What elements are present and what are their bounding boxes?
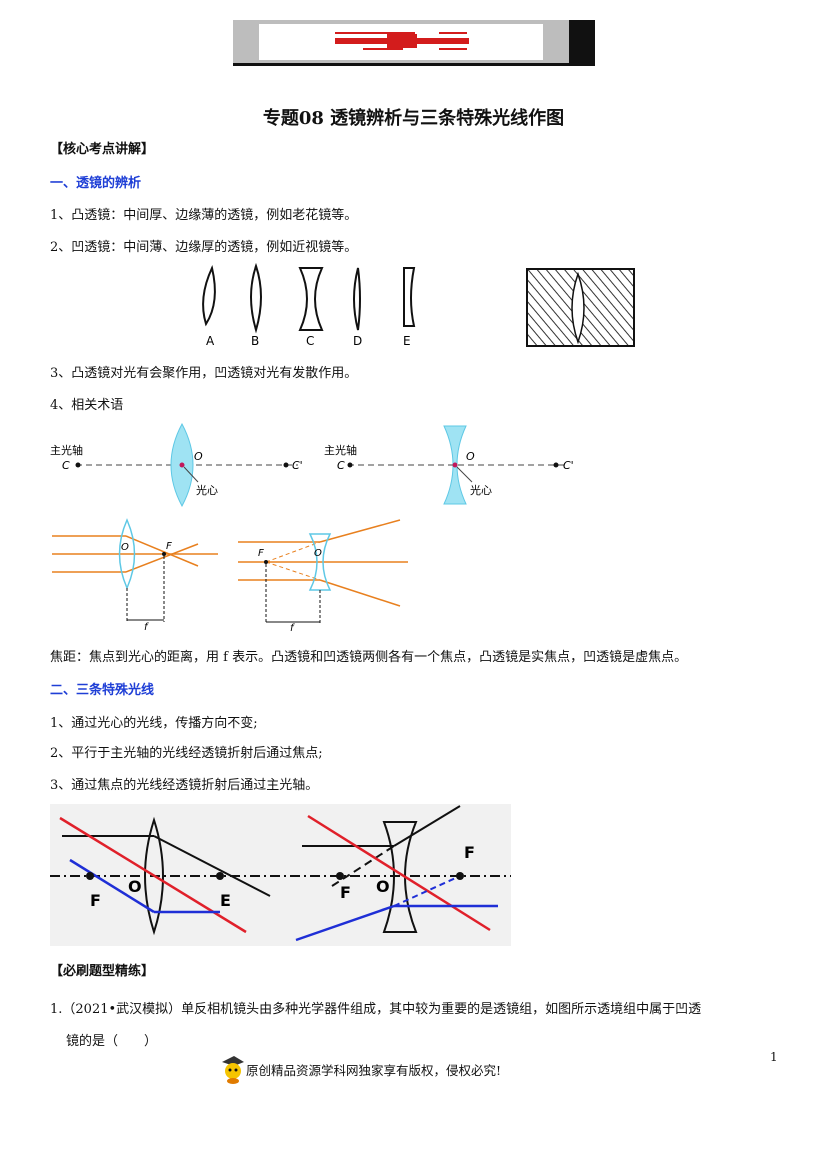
section-core-heading: 【核心考点讲解】	[50, 142, 155, 157]
banner-white-panel	[259, 24, 543, 60]
banner-logo	[335, 32, 469, 50]
c-prime-label-left: C'	[292, 459, 303, 472]
focal-f-right: F	[258, 548, 264, 559]
c-prime-label-right: C'	[563, 459, 574, 472]
practice-heading: 【必刷题型精练】	[50, 964, 155, 979]
rays-o-left: O	[128, 877, 142, 896]
focal-o-right: O	[314, 548, 322, 559]
mascot-icon	[222, 1056, 244, 1084]
part1-heading: 一、透镜的辨析	[50, 176, 142, 191]
lens-label-d: D	[353, 334, 362, 348]
lens-shapes-figure: A B C D E	[202, 262, 416, 348]
rays-f-right-upper: F	[464, 843, 475, 862]
focal-small-f-right: f	[290, 623, 295, 632]
question-1-line-2: 镜的是（ ）	[66, 1034, 158, 1049]
rays-e-left: E	[220, 891, 231, 910]
lens-label-c: C	[306, 334, 314, 348]
rays-f-right-lower: F	[340, 883, 351, 902]
paragraph-ray3: 3、通过焦点的光线经透镜折射后通过主光轴。	[50, 778, 319, 793]
question-1-line-1: 1.（2021•武汉模拟）单反相机镜头由多种光学器件组成，其中较为重要的是透镜组…	[50, 1002, 702, 1017]
footer-copyright: 原创精品资源学科网独家享有版权，侵权必究!	[246, 1063, 502, 1078]
paragraph-ray2: 2、平行于主光轴的光线经透镜折射后通过焦点;	[50, 746, 323, 761]
focal-o-left: O	[121, 542, 129, 553]
paragraph-terms: 4、相关术语	[50, 398, 124, 413]
paragraph-concave: 2、凹透镜：中间薄、边缘厚的透镜，例如近视镜等。	[50, 240, 358, 255]
focal-small-f-left: f	[144, 622, 149, 632]
o-label-left: O	[194, 450, 203, 463]
terms-figure: 主光轴 C C' O 光心 主光轴 C C' O 光心	[50, 422, 574, 508]
paragraph-focal-length: 焦距：焦点到光心的距离，用 f 表示。凸透镜和凹透镜两侧各有一个焦点，凸透镜是实…	[50, 650, 688, 665]
focal-f-left: F	[166, 541, 172, 552]
document-title: 专题08 透镜辨析与三条特殊光线作图	[262, 108, 565, 129]
banner-dark-block	[569, 20, 595, 63]
special-rays-figure: F O E F O F	[50, 804, 511, 946]
lens-label-e: E	[403, 334, 411, 348]
focal-figure: O F f O F f	[52, 518, 408, 632]
hatched-lens-figure	[526, 268, 635, 347]
part2-heading: 二、三条特殊光线	[50, 683, 155, 698]
main-axis-label-left: 主光轴	[50, 443, 83, 457]
paragraph-converge: 3、凸透镜对光有会聚作用，凹透镜对光有发散作用。	[50, 366, 358, 381]
c-label-right: C	[337, 459, 345, 472]
main-axis-label-right: 主光轴	[324, 443, 357, 457]
rays-f-left: F	[90, 891, 101, 910]
lens-label-b: B	[251, 334, 259, 348]
c-label-left: C	[62, 459, 70, 472]
paragraph-convex: 1、凸透镜：中间厚、边缘薄的透镜，例如老花镜等。	[50, 208, 358, 223]
o-label-right: O	[466, 450, 475, 463]
optical-center-label-right: 光心	[470, 483, 492, 497]
paragraph-ray1: 1、通过光心的光线，传播方向不变;	[50, 716, 258, 731]
optical-center-label-left: 光心	[196, 483, 218, 497]
rays-o-right: O	[376, 877, 390, 896]
page-number: 1	[770, 1050, 778, 1064]
header-banner	[233, 20, 595, 66]
lens-label-a: A	[206, 334, 215, 348]
